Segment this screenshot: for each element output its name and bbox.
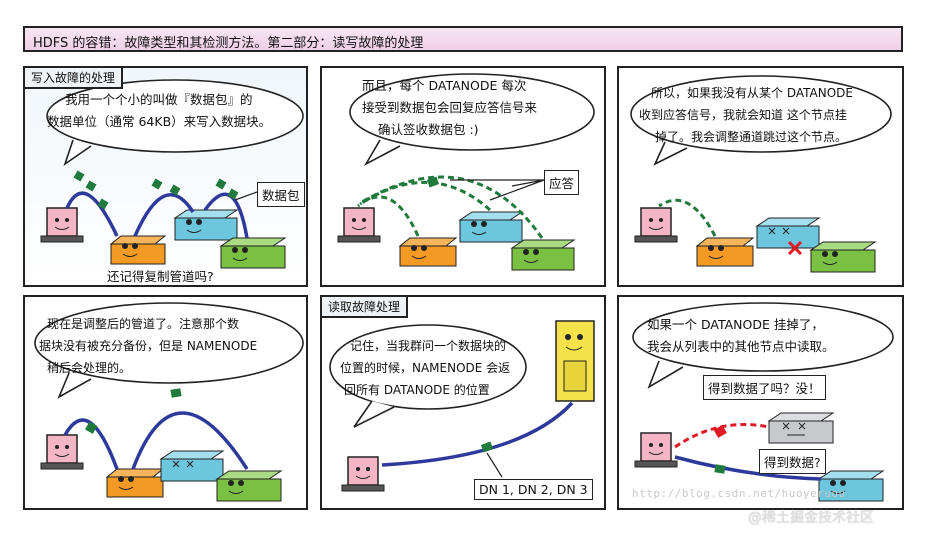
panel-read-retry: 如果一个 DATANODE 挂掉了， 我会从列表中的其他节点中读取。 得到数据了…	[617, 295, 904, 510]
panel-read-failure: 读取故障处理 记住，当我群问一个数据块的 位置的时候，NAMENODE 会返 回…	[320, 295, 606, 510]
datanode-list-callout: DN 1, DN 2, DN 3	[474, 479, 593, 500]
laptop-client-icon	[40, 434, 84, 470]
panel-3-bubble-line-2: 收到应答信号，我就会知道 这个节点挂	[639, 108, 847, 122]
panel-4-bubble-line-2: 据块没有被充分备份，但是 NAMENODE	[39, 339, 258, 353]
datanode-gray-failed-icon	[767, 412, 835, 444]
panel-write-failure: 写入故障的处理 我用一个个小的叫做『数据包』的 数据单位（通常 64KB）来写入…	[23, 66, 308, 287]
panel-5-bubble-line-2: 位置的时候，NAMENODE 会返	[340, 361, 511, 375]
laptop-client-icon	[40, 207, 84, 243]
got-data-no-callout: 得到数据了吗？没！	[703, 375, 826, 400]
datanode-blue-failed-icon	[159, 450, 225, 482]
namenode-server-icon	[555, 320, 595, 402]
panel-4-art	[34, 302, 304, 502]
panel-6-bubble-line-1: 如果一个 DATANODE 挂掉了，	[647, 317, 824, 332]
panel-ack: 而且，每个 DATANODE 每次 接受到数据包会回复应答信号来 确认签收数据包…	[320, 66, 606, 287]
panel-1-label: 写入故障的处理	[25, 68, 124, 89]
fail-cross-icon	[787, 240, 803, 256]
laptop-client-icon	[341, 456, 385, 492]
panel-5-label: 读取故障处理	[322, 297, 409, 318]
packet-icons	[73, 170, 239, 210]
laptop-client-icon	[337, 207, 381, 243]
watermark-url: http://blog.csdn.net/huoyeruou	[632, 487, 846, 500]
panel-5-art	[329, 320, 595, 492]
panel-1-bubble-line-1: 我用一个个小的叫做『数据包』的	[65, 92, 253, 107]
panel-3-bubble-line-3: 掉了。我会调整通道跳过这个节点。	[655, 130, 848, 144]
pipeline-caption: 还记得复制管道吗?	[107, 269, 214, 284]
panel-6-art	[632, 302, 894, 502]
panel-2-bubble-line-1: 而且，每个 DATANODE 每次	[362, 78, 527, 93]
panel-2-art	[337, 73, 595, 271]
packet-callout: 数据包	[257, 182, 305, 207]
datanode-green-icon	[510, 239, 576, 271]
panel-4-bubble-line-1: 现在是调整后的管道了。注意那个数	[47, 317, 240, 331]
panel-2-bubble-line-2: 接受到数据包会回复应答信号来	[362, 100, 538, 115]
datanode-orange-icon	[398, 237, 458, 267]
panel-3-bubble-line-1: 所以，如果我没有从某个 DATANODE	[651, 86, 853, 100]
got-data-callout: 得到数据?	[759, 449, 826, 474]
panel-1-art	[40, 79, 304, 269]
datanode-blue-icon	[817, 470, 885, 502]
panel-6-bubble-line-2: 我会从列表中的其他节点中读取。	[647, 339, 835, 354]
laptop-client-icon	[634, 432, 678, 468]
panel-3-art	[630, 75, 892, 273]
page-title: HDFS 的容错：故障类型和其检测方法。第二部分：读写故障的处理	[33, 36, 424, 51]
panel-skip-node: 所以，如果我没有从某个 DATANODE 收到应答信号，我就会知道 这个节点挂 …	[617, 66, 904, 287]
panel-4-bubble-line-3: 稍后会处理的。	[47, 361, 132, 375]
panel-5-bubble-line-3: 回所有 DATANODE 的位置	[344, 383, 490, 397]
datanode-blue-failed-icon	[755, 217, 821, 249]
datanode-green-icon	[219, 237, 287, 269]
laptop-client-icon	[634, 207, 678, 243]
panel-2-bubble-line-3: 确认签收数据包 :)	[378, 122, 479, 137]
ack-callout: 应答	[544, 170, 580, 195]
datanode-blue-icon	[458, 211, 524, 243]
watermark-brand: @稀土掘金技术社区	[748, 510, 874, 526]
panel-5-bubble-line-1: 记住，当我群问一个数据块的	[350, 339, 507, 353]
title-bar: HDFS 的容错：故障类型和其检测方法。第二部分：读写故障的处理	[23, 26, 903, 52]
datanode-orange-icon	[105, 468, 165, 498]
panel-adjusted-pipeline: 现在是调整后的管道了。注意那个数 据块没有被充分备份，但是 NAMENODE 稍…	[23, 295, 308, 510]
datanode-orange-icon	[695, 237, 755, 267]
datanode-orange-icon	[109, 235, 167, 265]
panel-1-bubble-line-2: 数据单位（通常 64KB）来写入数据块。	[47, 114, 272, 129]
datanode-blue-icon	[173, 209, 239, 241]
datanode-green-icon	[215, 470, 283, 502]
datanode-green-icon	[809, 241, 877, 273]
